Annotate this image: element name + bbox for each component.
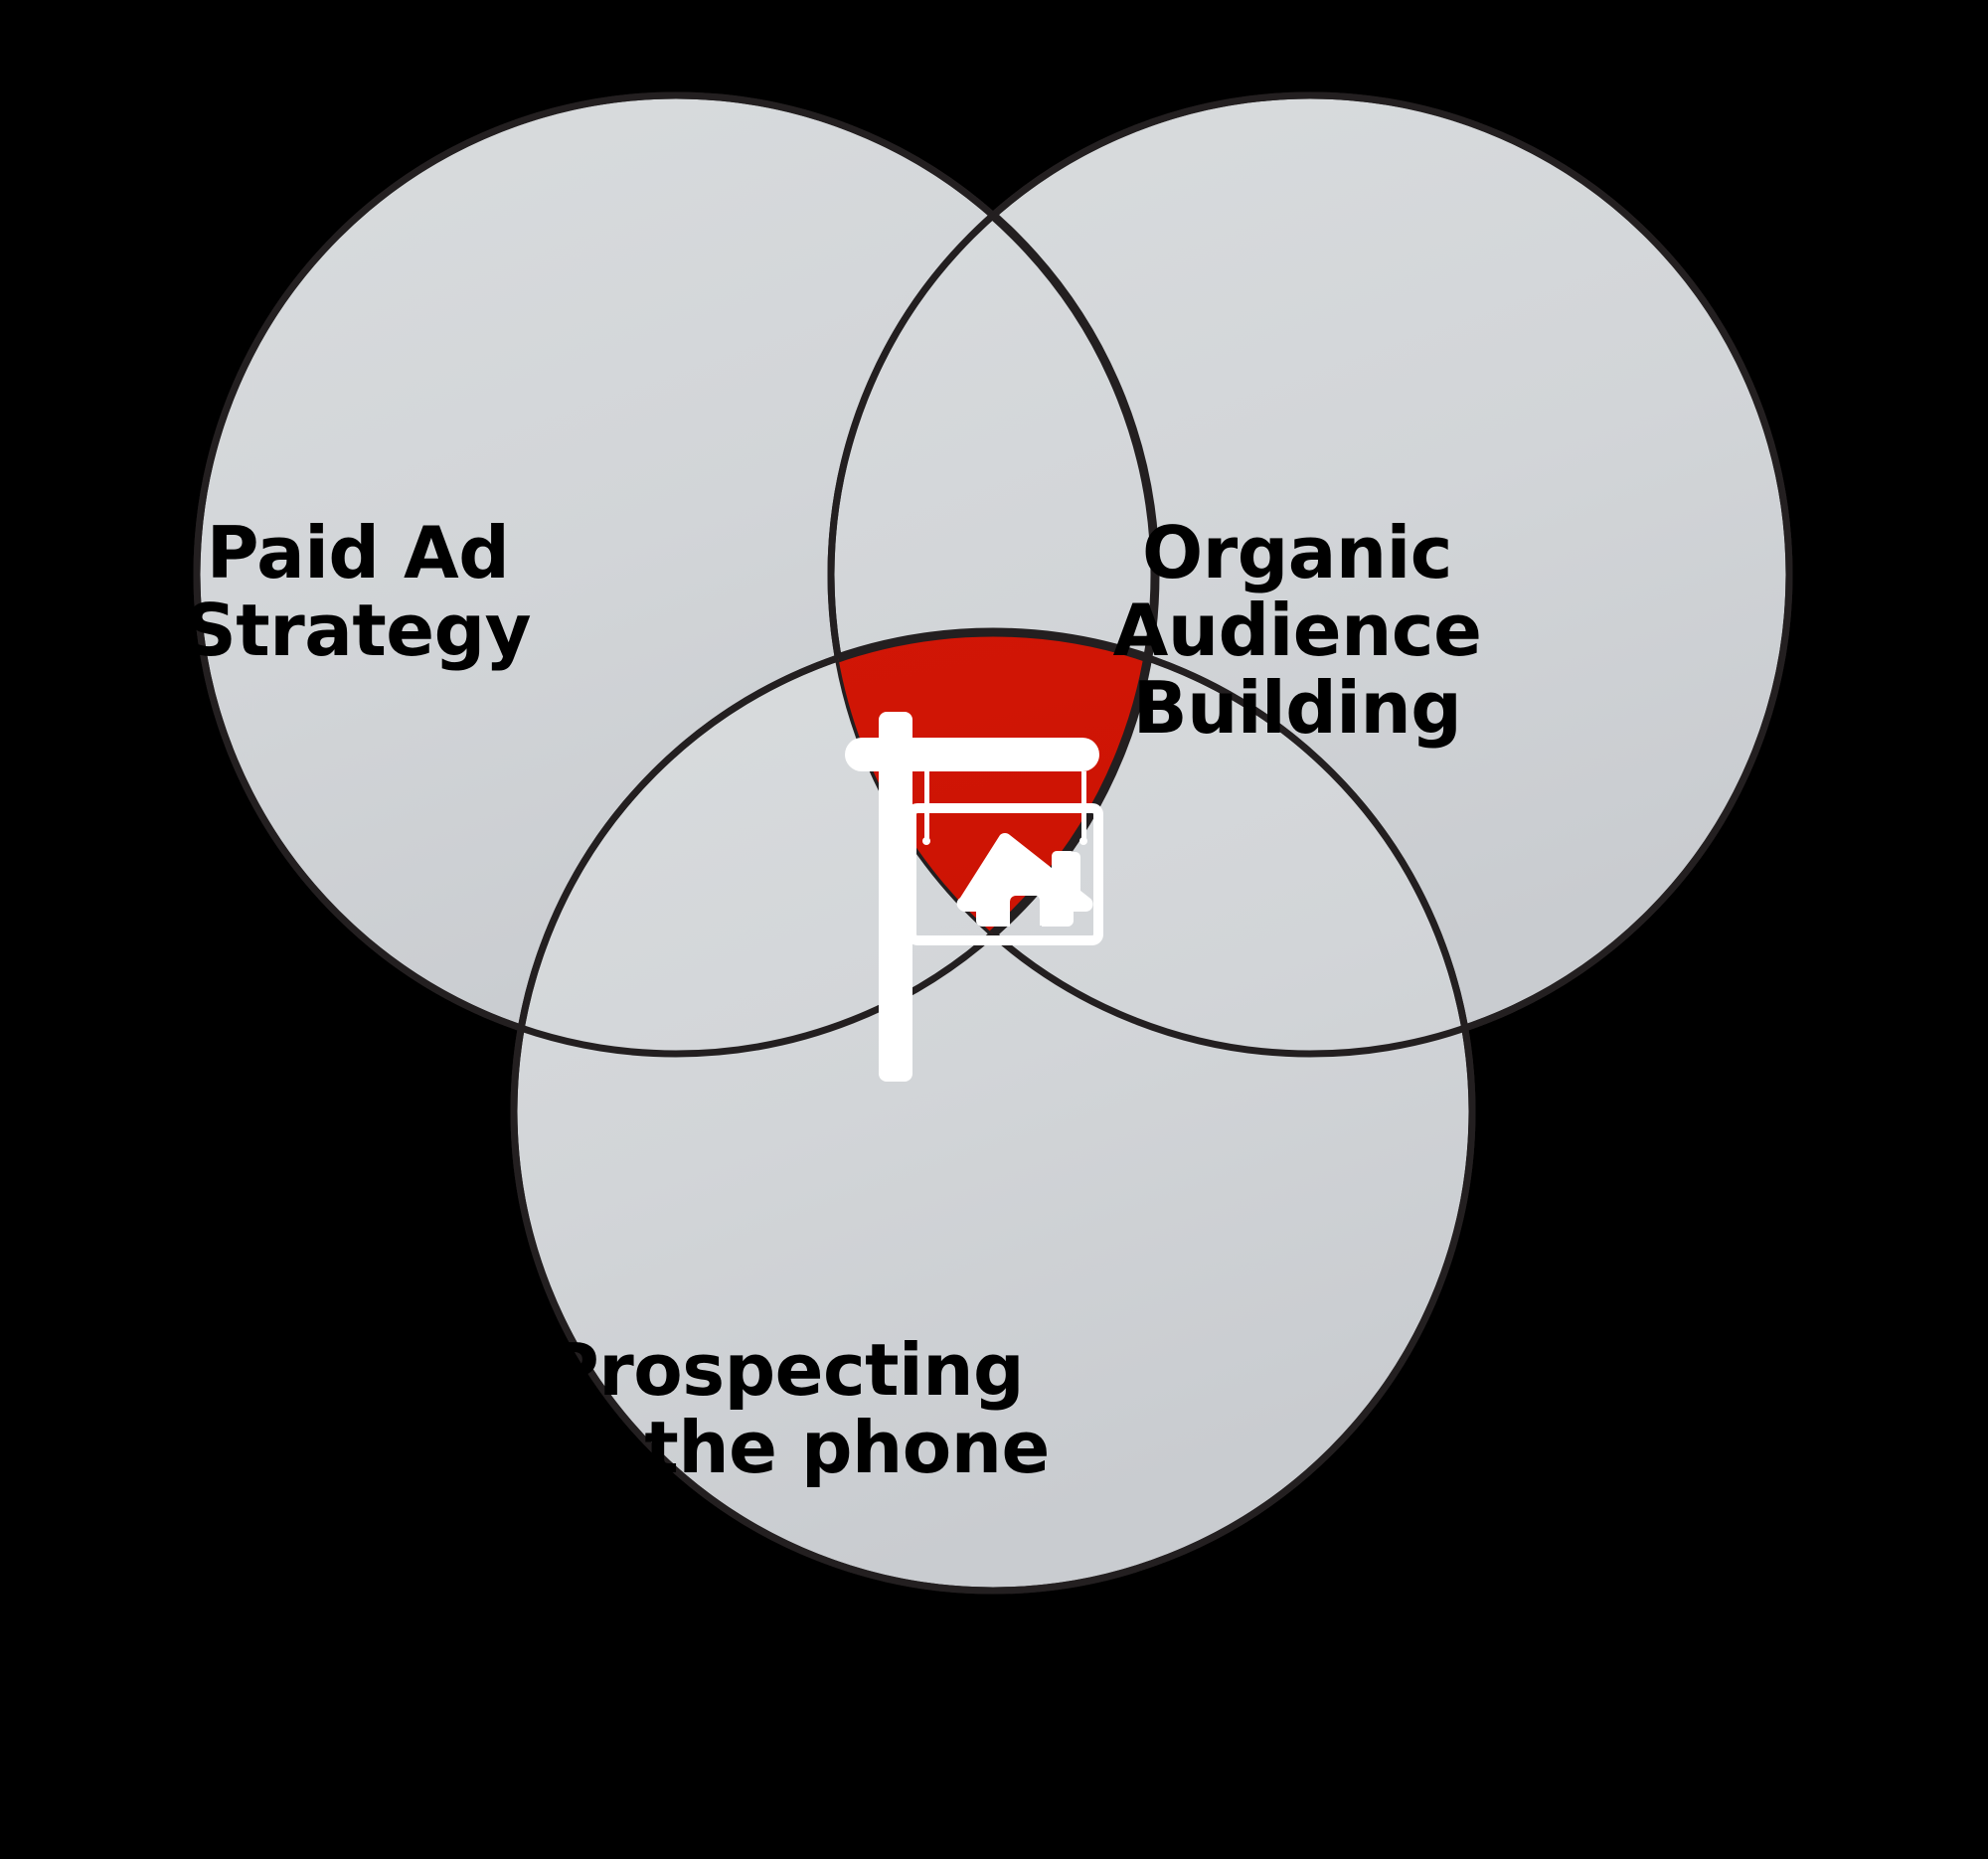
sign-knob-left-icon	[922, 837, 930, 845]
house-icon	[956, 833, 1093, 927]
center-intersection-region[interactable]	[514, 627, 1472, 1591]
sign-knob-right-icon	[1079, 837, 1087, 845]
sign-arm-icon	[845, 738, 1099, 771]
sign-board-icon	[907, 803, 1103, 945]
house-chimney-icon	[1052, 851, 1076, 893]
sign-post-icon	[879, 712, 912, 1082]
center-edge-left	[831, 95, 1160, 1054]
real-estate-sign-icon	[845, 712, 1103, 1082]
